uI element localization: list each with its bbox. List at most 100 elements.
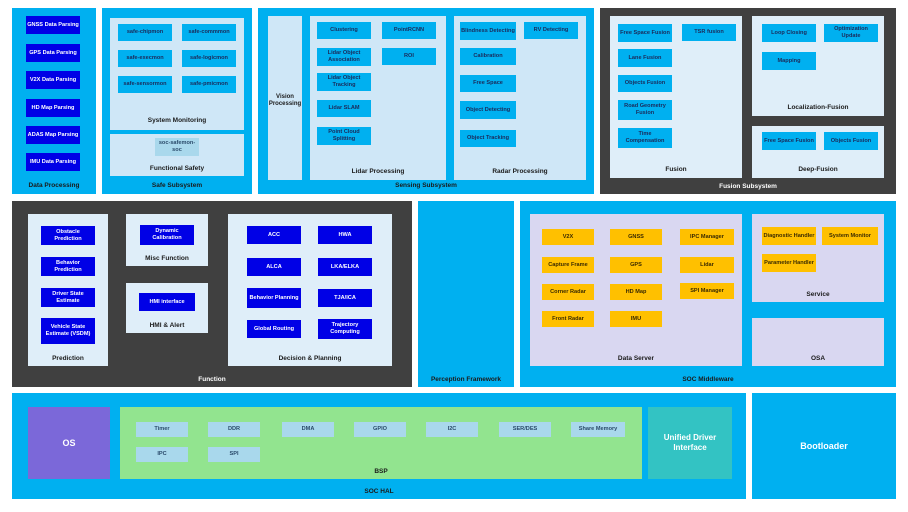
soc-middleware-region: V2X GNSS IPC Manager Capture Frame GPS L… [520, 201, 896, 387]
vision-processing-panel: Vision Processing [268, 16, 302, 180]
time-compensation-box[interactable]: Time Compensation [618, 128, 672, 148]
safe-sensormon-box[interactable]: safe-sensormon [118, 76, 172, 93]
trajectory-computing-box[interactable]: Trajectory Computing [318, 319, 372, 339]
lidar-object-association-box[interactable]: Lidar Object Association [317, 48, 371, 66]
spi-box[interactable]: SPI [208, 447, 260, 462]
decision-planning-label: Decision & Planning [278, 355, 342, 362]
os-block[interactable]: OS [28, 407, 110, 479]
system-monitor-box[interactable]: System Monitor [822, 227, 878, 245]
rv-detecting-box[interactable]: RV Detecting [524, 22, 578, 39]
prediction-panel: Obstacle Prediction Behavior Prediction … [28, 214, 108, 366]
ipc-box[interactable]: IPC [136, 447, 188, 462]
driver-state-estimate-box[interactable]: Driver State Estimate [41, 288, 95, 307]
objects-fusion-box[interactable]: Objects Fusion [618, 75, 672, 92]
hd-map-box[interactable]: HD Map [610, 284, 662, 300]
safe-execmon-box[interactable]: safe-execmon [118, 50, 172, 67]
calibration-box[interactable]: Calibration [460, 48, 516, 65]
perception-framework-label: Perception Framework [430, 376, 502, 383]
share-memory-box[interactable]: Share Memory [571, 422, 625, 437]
diagnostic-handler-box[interactable]: Diagnostic Handler [762, 227, 816, 245]
ddr-box[interactable]: DDR [208, 422, 260, 437]
obstacle-prediction-box[interactable]: Obstacle Prediction [41, 226, 95, 245]
capture-frame-box[interactable]: Capture Frame [542, 257, 594, 273]
safe-logicmon-box[interactable]: safe-logicmon [182, 50, 236, 67]
v2x-box[interactable]: V2X [542, 229, 594, 245]
vehicle-state-estimate-box[interactable]: Vehicle State Estimate (VSDM) [41, 318, 95, 344]
free-space-box[interactable]: Free Space [460, 75, 516, 92]
ipc-manager-box[interactable]: IPC Manager [680, 229, 734, 245]
os-label: OS [62, 438, 76, 448]
deep-free-space-fusion-box[interactable]: Free Space Fusion [762, 132, 816, 150]
soc-hal-region: OS Timer DDR DMA GPIO I2C SER/DES Share … [12, 393, 746, 499]
clustering-box[interactable]: Clustering [317, 22, 371, 39]
road-geometry-fusion-box[interactable]: Road Geometry Fusion [618, 100, 672, 120]
soc-safemon-soc-box[interactable]: soc-safemon-soc [155, 138, 199, 156]
fusion-label: Fusion [665, 166, 687, 173]
dma-box[interactable]: DMA [282, 422, 334, 437]
dynamic-calibration-box[interactable]: Dynamic Calibration [140, 225, 194, 245]
fusion-subsystem-region: Free Space Fusion TSR fusion Lane Fusion… [600, 8, 896, 194]
point-cloud-splitting-box[interactable]: Point Cloud Splitting [317, 127, 371, 145]
tsr-fusion-box[interactable]: TSR fusion [682, 24, 736, 41]
gnss-box[interactable]: GNSS [610, 229, 662, 245]
lidar-object-tracking-box[interactable]: Lidar Object Tracking [317, 73, 371, 91]
spi-manager-box[interactable]: SPI Manager [680, 283, 734, 299]
pointrcnn-box[interactable]: PointRCNN [382, 22, 436, 39]
acc-box[interactable]: ACC [247, 226, 301, 244]
hwa-box[interactable]: HWA [318, 226, 372, 244]
free-space-fusion-box[interactable]: Free Space Fusion [618, 24, 672, 42]
object-detecting-box[interactable]: Object Detecting [460, 101, 516, 119]
safe-subsystem-label: Safe Subsystem [151, 182, 203, 189]
behavior-planning-box[interactable]: Behavior Planning [247, 288, 301, 308]
mapping-box[interactable]: Mapping [762, 52, 816, 70]
lka-elka-box[interactable]: LKA/ELKA [318, 258, 372, 276]
v2x-data-parsing-box[interactable]: V2X Data Parsing [26, 71, 80, 89]
fusion-subsystem-label: Fusion Subsystem [719, 183, 777, 190]
misc-function-label: Misc Function [145, 255, 189, 262]
loop-closing-box[interactable]: Loop Closing [762, 24, 816, 42]
lidar-slam-box[interactable]: Lidar SLAM [317, 100, 371, 117]
localization-fusion-label: Localization-Fusion [787, 104, 849, 111]
service-label: Service [806, 291, 830, 298]
tja-ica-box[interactable]: TJA/ICA [318, 289, 372, 307]
lane-fusion-box[interactable]: Lane Fusion [618, 49, 672, 67]
gpio-box[interactable]: GPIO [354, 422, 406, 437]
blindness-detecting-box[interactable]: Blindness Detecting [460, 22, 516, 40]
optimization-update-box[interactable]: Optimization Update [824, 24, 878, 42]
imu-box[interactable]: IMU [610, 311, 662, 327]
lidar-processing-label: Lidar Processing [351, 168, 405, 175]
lidar-box[interactable]: Lidar [680, 257, 734, 273]
global-routing-box[interactable]: Global Routing [247, 320, 301, 338]
roi-box[interactable]: ROI [382, 48, 436, 65]
safe-commmon-box[interactable]: safe-commmon [182, 24, 236, 41]
gps-data-parsing-box[interactable]: GPS Data Parsing [26, 44, 80, 62]
safe-pmicmon-box[interactable]: safe-pmicmon [182, 76, 236, 93]
front-radar-box[interactable]: Front Radar [542, 311, 594, 327]
system-monitoring-label: System Monitoring [147, 117, 207, 124]
corner-radar-box[interactable]: Corner Radar [542, 284, 594, 300]
alca-box[interactable]: ALCA [247, 258, 301, 276]
deep-fusion-panel: Free Space Fusion Objects Fusion Deep-Fu… [752, 126, 884, 178]
imu-data-parsing-box[interactable]: IMU Data Parsing [26, 153, 80, 171]
deep-objects-fusion-box[interactable]: Objects Fusion [824, 132, 878, 150]
hd-map-parsing-box[interactable]: HD Map Parsing [26, 99, 80, 117]
prediction-label: Prediction [52, 355, 84, 362]
hmi-interface-box[interactable]: HMI interface [139, 293, 195, 311]
gps-box[interactable]: GPS [610, 257, 662, 273]
i2c-box[interactable]: I2C [426, 422, 478, 437]
adas-map-parsing-box[interactable]: ADAS Map Parsing [26, 126, 80, 144]
safe-chipmon-box[interactable]: safe-chipmon [118, 24, 172, 41]
perception-framework-region: Perception Framework [418, 201, 514, 387]
timer-box[interactable]: Timer [136, 422, 188, 437]
bootloader-region[interactable]: Bootloader [752, 393, 896, 499]
osa-label: OSA [810, 355, 826, 362]
gnss-data-parsing-box[interactable]: GNSS Data Parsing [26, 16, 80, 34]
parameter-handler-box[interactable]: Parameter Handler [762, 254, 816, 272]
ser-des-box[interactable]: SER/DES [499, 422, 551, 437]
data-server-panel: V2X GNSS IPC Manager Capture Frame GPS L… [530, 214, 742, 366]
object-tracking-box[interactable]: Object Tracking [460, 130, 516, 147]
radar-processing-label: Radar Processing [492, 168, 548, 175]
behavior-prediction-box[interactable]: Behavior Prediction [41, 257, 95, 276]
deep-fusion-label: Deep-Fusion [798, 166, 838, 173]
unified-driver-interface-block[interactable]: Unified Driver Interface [648, 407, 732, 479]
